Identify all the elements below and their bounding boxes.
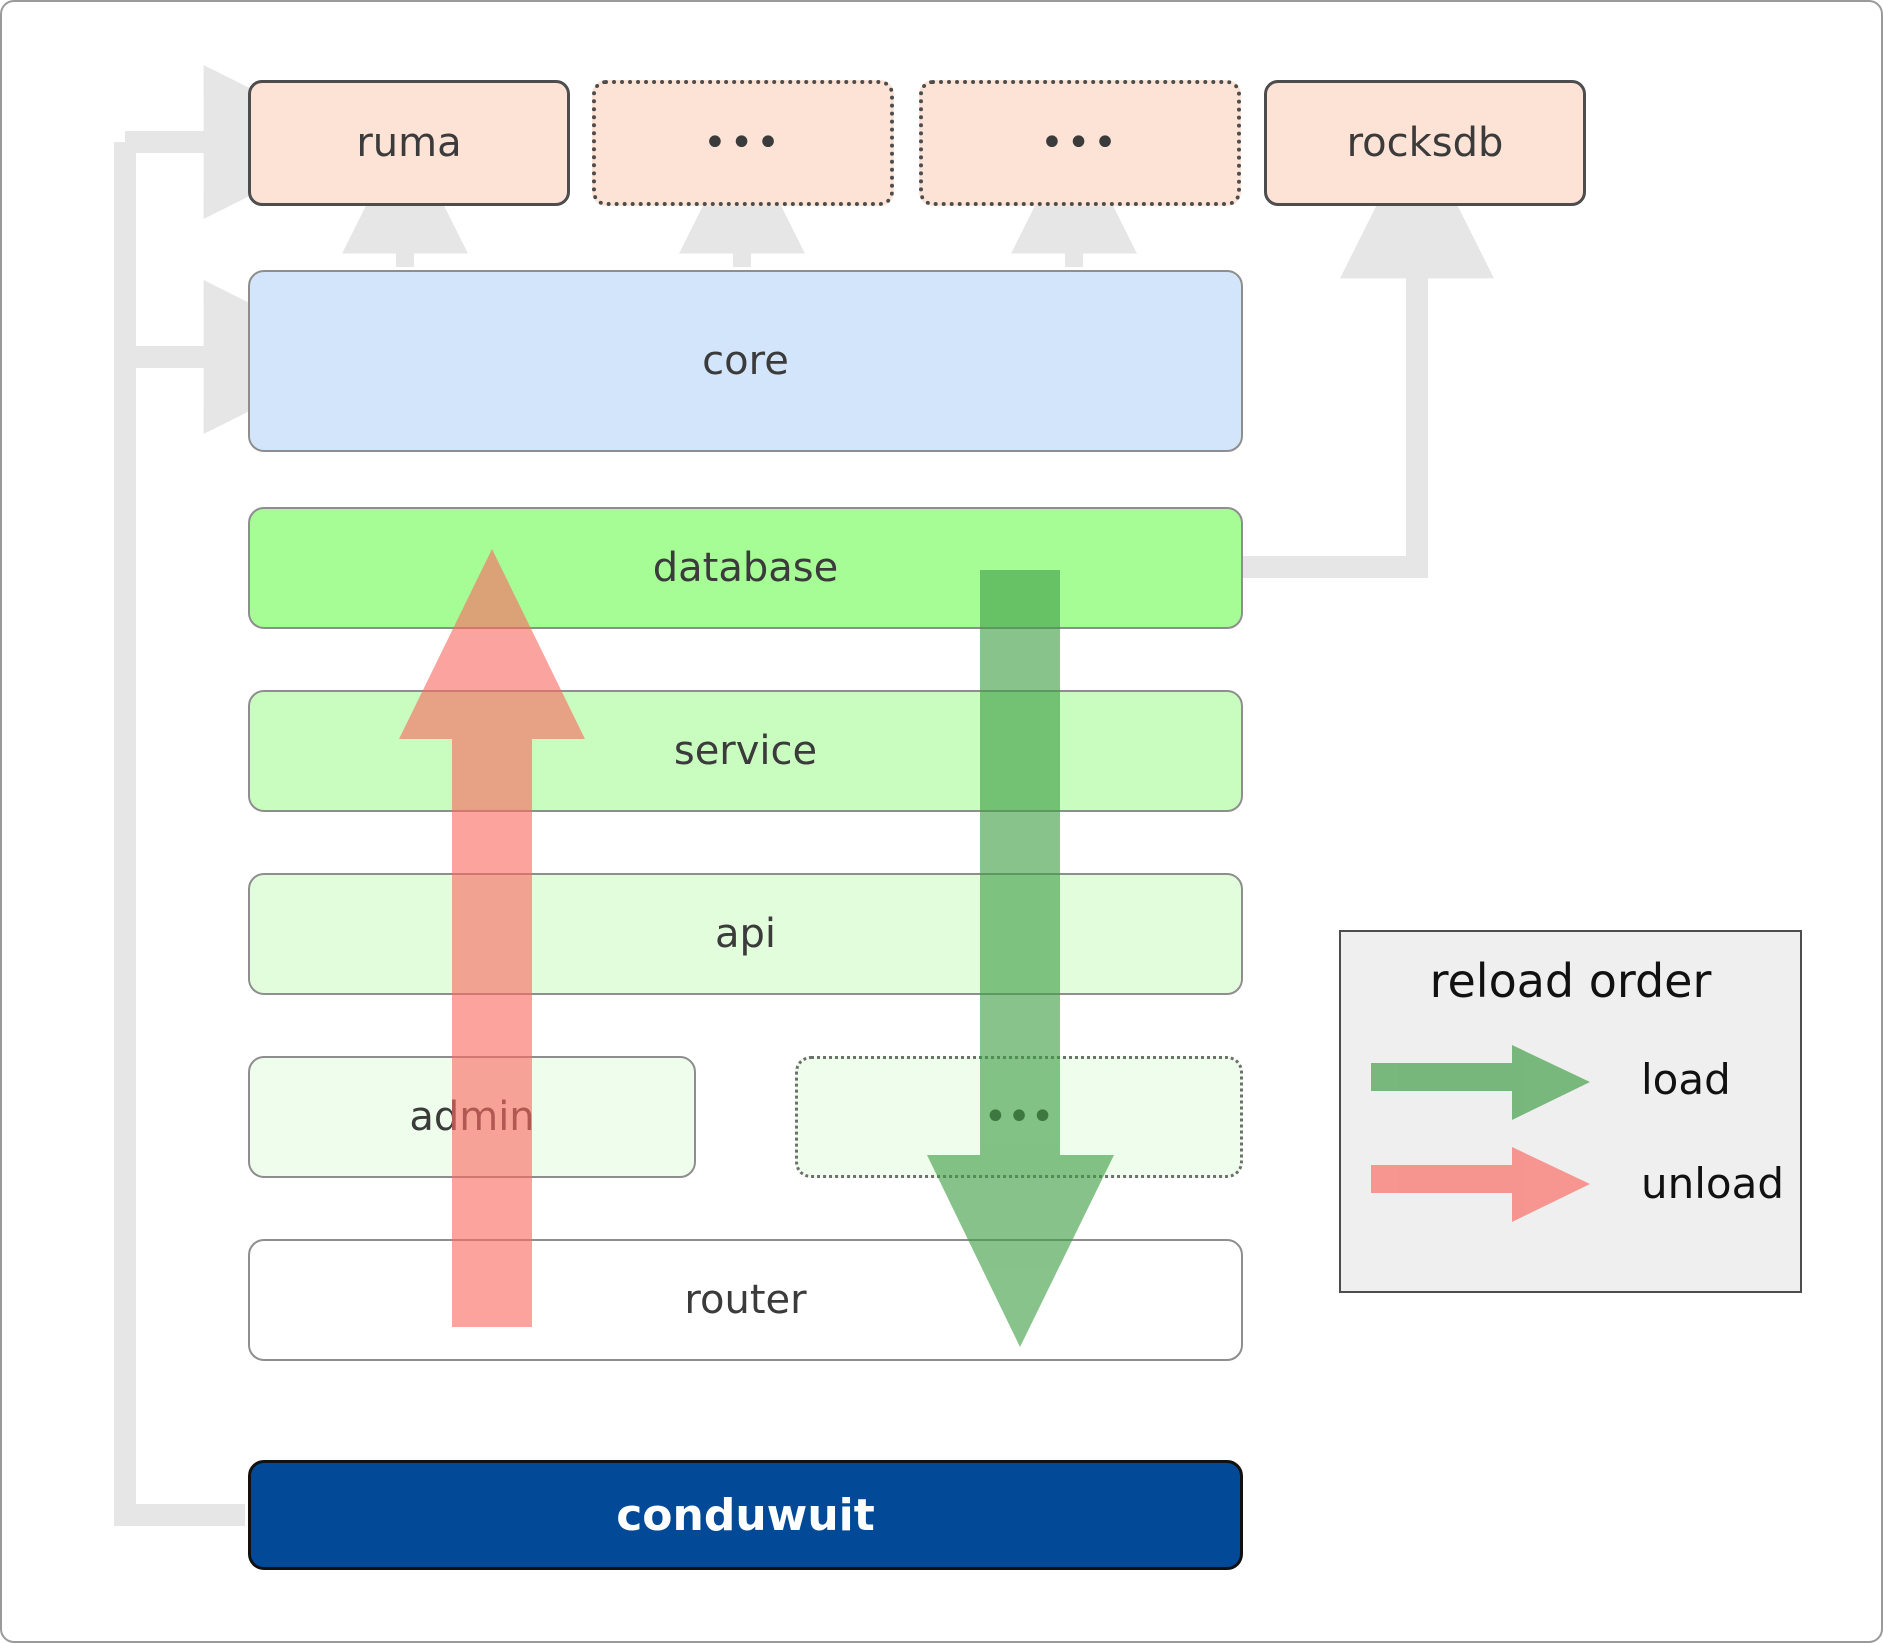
layer-box-api[interactable]: api — [248, 873, 1243, 995]
legend-panel: reload order load unload — [1339, 930, 1802, 1293]
legend-title: reload order — [1429, 954, 1712, 1008]
layer-box-router[interactable]: router — [248, 1239, 1243, 1361]
legend-load-arrow-icon — [1371, 1045, 1590, 1120]
unload-arrow — [399, 549, 585, 1327]
layer-box-core[interactable]: core — [248, 270, 1243, 452]
legend-label-load: load — [1641, 1055, 1731, 1104]
legend-label-unload: unload — [1641, 1159, 1785, 1208]
connector-database-to-rocksdb — [1237, 124, 1494, 578]
connector-conduwuit-trunk — [114, 142, 245, 1526]
legend-arrows — [1371, 1045, 1590, 1222]
legend-unload-arrow-icon — [1371, 1147, 1590, 1222]
load-arrow — [927, 570, 1114, 1347]
